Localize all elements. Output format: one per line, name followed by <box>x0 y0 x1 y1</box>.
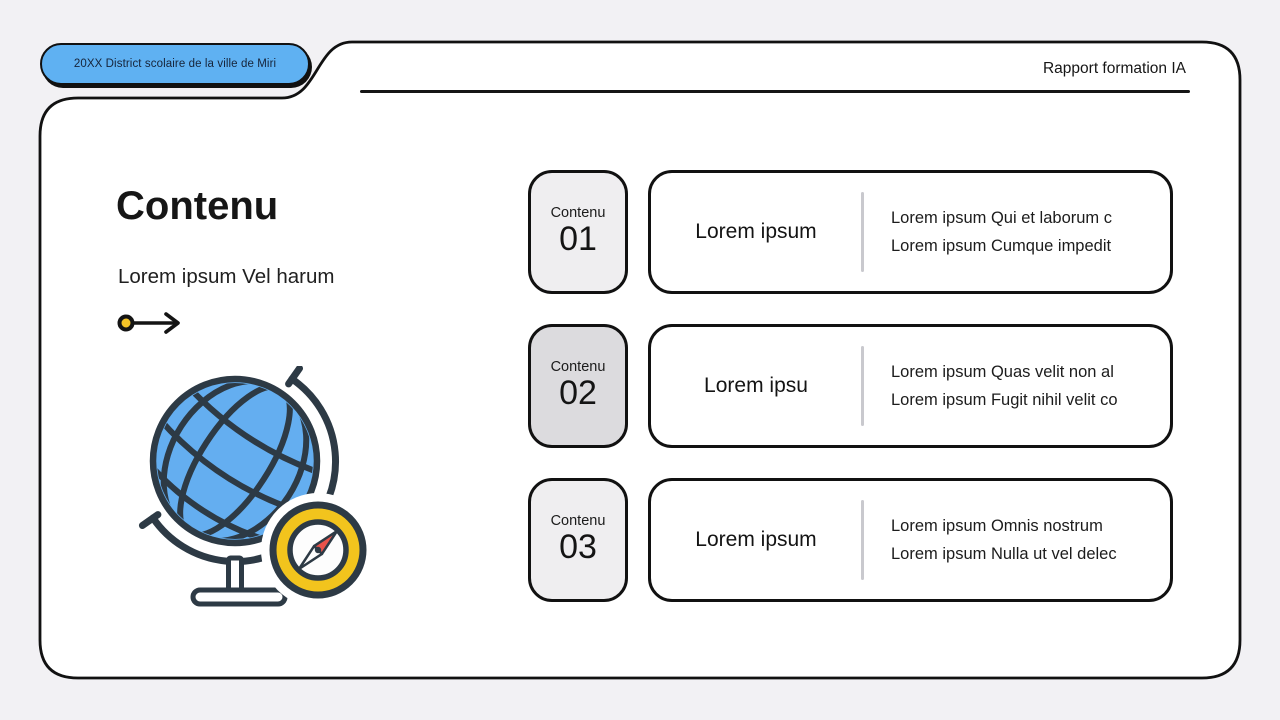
district-badge-label: 20XX District scolaire de la ville de Mi… <box>73 58 277 70</box>
card-divider <box>861 500 864 580</box>
card-line: Lorem ipsum Nulla ut vel delec <box>891 545 1117 563</box>
content-list: Contenu 01 Lorem ipsum Lorem ipsum Qui e… <box>528 170 1173 602</box>
header-rule <box>360 90 1190 93</box>
globe-illustration <box>138 366 375 607</box>
page-subtitle: Lorem ipsum Vel harum <box>118 265 335 288</box>
tab-number: 03 <box>559 528 597 567</box>
tab-contenu-03: Contenu 03 <box>528 478 628 602</box>
tab-contenu-01: Contenu 01 <box>528 170 628 294</box>
card-line: Lorem ipsum Omnis nostrum <box>891 517 1103 535</box>
globe-base <box>190 587 288 607</box>
list-item: Contenu 02 Lorem ipsu Lorem ipsum Quas v… <box>528 324 1173 448</box>
card-title: Lorem ipsum <box>695 528 817 551</box>
tab-number: 02 <box>559 374 597 413</box>
content-card-01: Lorem ipsum Lorem ipsum Qui et laborum c… <box>648 170 1173 294</box>
page-title: Contenu <box>116 184 279 228</box>
card-line: Lorem ipsum Qui et laborum c <box>891 209 1113 227</box>
list-item: Contenu 03 Lorem ipsum Lorem ipsum Omnis… <box>528 478 1173 602</box>
tab-label: Contenu <box>550 359 606 376</box>
card-body: Lorem ipsum Quas velit non al Lorem ipsu… <box>864 358 1118 414</box>
card-title: Lorem ipsum <box>695 220 817 243</box>
card-body: Lorem ipsum Qui et laborum c Lorem ipsum… <box>864 204 1112 260</box>
card-line: Lorem ipsum Fugit nihil velit co <box>891 391 1118 409</box>
tab-label: Contenu <box>550 513 606 530</box>
compass-icon <box>269 501 367 599</box>
tab-number: 01 <box>559 220 597 259</box>
card-title: Lorem ipsu <box>704 374 808 397</box>
content-card-02: Lorem ipsu Lorem ipsum Quas velit non al… <box>648 324 1173 448</box>
card-divider <box>861 346 864 426</box>
card-line: Lorem ipsum Cumque impedit <box>891 237 1112 255</box>
list-item: Contenu 01 Lorem ipsum Lorem ipsum Qui e… <box>528 170 1173 294</box>
card-line: Lorem ipsum Quas velit non al <box>891 363 1114 381</box>
card-body: Lorem ipsum Omnis nostrum Lorem ipsum Nu… <box>864 512 1117 568</box>
report-title: Rapport formation IA <box>1042 60 1186 77</box>
tab-contenu-02: Contenu 02 <box>528 324 628 448</box>
content-card-03: Lorem ipsum Lorem ipsum Omnis nostrum Lo… <box>648 478 1173 602</box>
card-divider <box>861 192 864 272</box>
tab-label: Contenu <box>550 205 606 222</box>
district-badge: 20XX District scolaire de la ville de Mi… <box>40 43 310 85</box>
arrow-right-icon <box>117 312 180 334</box>
